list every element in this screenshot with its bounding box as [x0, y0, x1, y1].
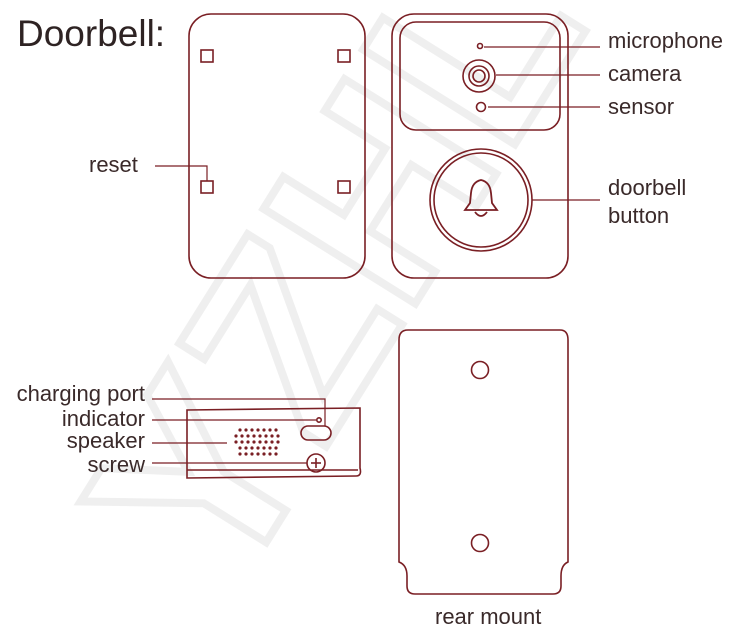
speaker-hole — [238, 452, 242, 456]
doorbell-front-panel — [391, 13, 569, 279]
speaker-hole — [250, 446, 254, 450]
speaker-hole — [252, 434, 256, 438]
speaker-hole — [238, 446, 242, 450]
camera-lens-icon — [462, 59, 496, 93]
speaker-hole — [250, 428, 254, 432]
speaker-hole — [240, 440, 244, 444]
doorbell-button-inner-ring — [433, 152, 529, 248]
speaker-hole — [234, 440, 238, 444]
speaker-hole — [240, 434, 244, 438]
speaker-hole — [244, 428, 248, 432]
rear-mount-hole-top — [470, 360, 490, 380]
rear-mount-hole-bottom — [470, 533, 490, 553]
speaker-hole — [274, 452, 278, 456]
speaker-hole — [258, 440, 262, 444]
speaker-hole — [268, 452, 272, 456]
speaker-hole — [262, 428, 266, 432]
speaker-hole — [250, 452, 254, 456]
speaker-hole — [276, 440, 280, 444]
speaker-hole — [268, 428, 272, 432]
speaker-hole — [238, 428, 242, 432]
speaker-hole — [262, 446, 266, 450]
indicator-light — [315, 416, 322, 423]
speaker-label: speaker — [66, 428, 145, 453]
speaker-hole — [246, 434, 250, 438]
speaker-hole — [264, 434, 268, 438]
speaker-hole — [256, 428, 260, 432]
indicator-label: indicator — [61, 406, 145, 431]
speaker-hole — [268, 446, 272, 450]
charging-port-leader — [152, 398, 326, 426]
doorbell-button-label-line2: button — [608, 203, 670, 228]
bell-icon — [463, 179, 499, 217]
doorbell-button-label-line1: doorbell — [608, 175, 687, 200]
microphone-label: microphone — [608, 28, 723, 53]
speaker-hole — [244, 446, 248, 450]
diagram-title: Doorbell: — [17, 13, 166, 54]
mount-tab-top-right — [337, 49, 351, 63]
charging-port-label: charging port — [16, 381, 145, 406]
rear-mount-label: rear mount — [435, 604, 542, 629]
speaker-hole — [256, 452, 260, 456]
speaker-hole — [262, 452, 266, 456]
speaker-hole — [246, 440, 250, 444]
sensor-dot — [475, 101, 487, 113]
camera-window — [399, 21, 561, 131]
rear-mount-plate — [398, 329, 569, 595]
reset-leader — [155, 165, 208, 181]
screw-label: screw — [87, 452, 145, 477]
speaker-hole — [270, 440, 274, 444]
camera-label: camera — [608, 61, 682, 86]
speaker-grille — [234, 428, 280, 456]
mount-tab-bottom-right — [337, 180, 351, 194]
speaker-hole — [274, 446, 278, 450]
doorbell-back-panel — [188, 13, 366, 279]
speaker-hole — [264, 440, 268, 444]
doorbell-side-body — [186, 407, 362, 479]
speaker-hole — [244, 452, 248, 456]
speaker-hole — [274, 428, 278, 432]
speaker-hole — [270, 434, 274, 438]
speaker-hole — [252, 440, 256, 444]
microphone-hole — [476, 42, 484, 50]
speaker-hole — [258, 434, 262, 438]
speaker-hole — [234, 434, 238, 438]
charging-port — [300, 425, 332, 441]
mount-tab-top-left — [200, 49, 214, 63]
reset-label: reset — [89, 152, 138, 177]
speaker-hole — [276, 434, 280, 438]
speaker-hole — [256, 446, 260, 450]
sensor-label: sensor — [608, 94, 675, 119]
